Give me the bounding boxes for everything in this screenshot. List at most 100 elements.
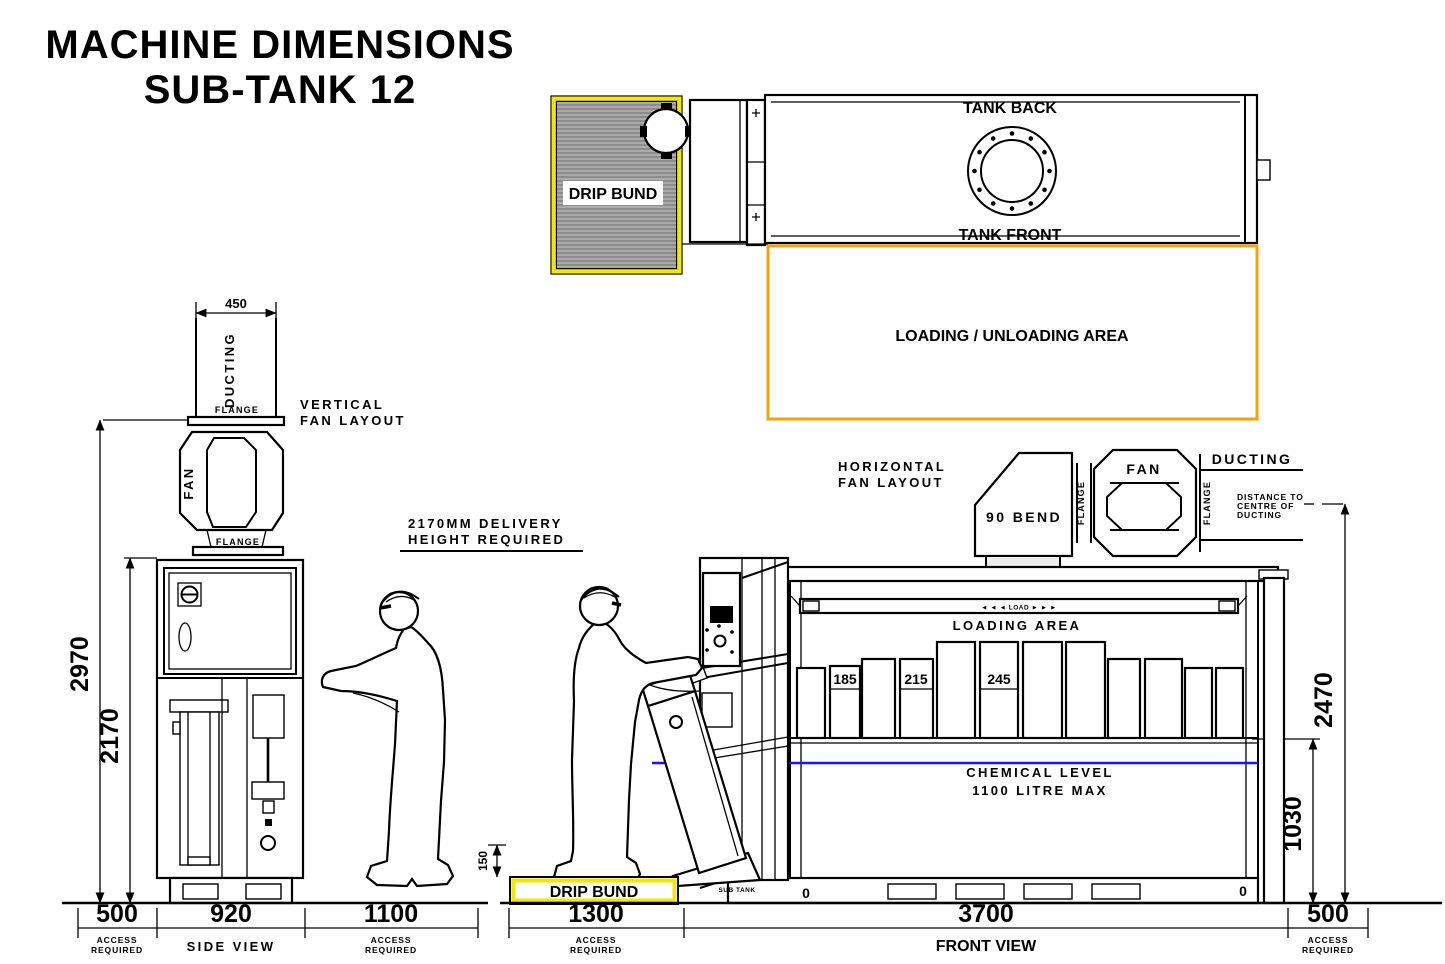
operator-body: [552, 621, 704, 887]
console-brace: [701, 662, 789, 679]
side-mech-foot: [187, 856, 211, 866]
operator-hair-line: [583, 592, 616, 599]
page-title-line1: MACHINE DIMENSIONS: [45, 23, 514, 67]
plan-tank-nozzle: [1256, 159, 1271, 181]
side-flange-top-plate: [186, 415, 286, 427]
slot: [795, 666, 827, 740]
delivery-note-line1: 2170MM DELIVERY: [408, 516, 563, 531]
loading-unloading-area: [766, 244, 1259, 421]
slot-dim-185: 185: [833, 671, 857, 687]
ninety-bend-label: 90 BEND: [986, 509, 1062, 525]
front-dim-3700: 3700: [958, 900, 1014, 928]
slot: [1106, 657, 1142, 740]
dim-2470-value: 2470: [1310, 672, 1338, 728]
front-access-left-line2: REQUIRED: [570, 945, 622, 955]
slot-dim-245: 245: [987, 671, 1011, 687]
front-base-foot: [1023, 883, 1073, 900]
front-ducting-label: DUCTING: [1212, 451, 1293, 467]
side-ducting-label: DUCTING: [222, 332, 237, 408]
load-beam-end-left: [802, 600, 820, 612]
plan-fan-circle: [642, 107, 690, 155]
side-pump-cross: [251, 781, 285, 800]
front-access-right-line2: REQUIRED: [1302, 945, 1354, 955]
slot: [935, 640, 977, 740]
manway-outer-ring: [967, 126, 1057, 216]
operator-hair: [580, 587, 620, 601]
slot: [1214, 666, 1245, 740]
front-base-foot: [887, 883, 937, 900]
beam-corner-left: [790, 595, 801, 607]
side-fan-neck-left: [206, 529, 212, 548]
tank-front-label: TANK FRONT: [959, 227, 1062, 244]
side-dim-500: 500: [96, 900, 138, 928]
drain-zero-left: 0: [802, 885, 810, 901]
bend-base: [985, 555, 1061, 568]
operator-second-arm: [649, 684, 700, 692]
operator-side-figure: [320, 590, 455, 888]
slot: [978, 640, 1020, 740]
front-base-foot: [955, 883, 1005, 900]
plan-machine-cabinet: [688, 98, 749, 244]
front-drip-bund-label: DRIP BUND: [550, 884, 639, 901]
side-fan-neck-right: [261, 529, 267, 548]
operator-glasses: [379, 604, 392, 610]
load-strip-label: ◄ ◄ ◄ LOAD ► ► ►: [981, 605, 1057, 612]
plan-drip-bund-label-box: [563, 181, 663, 205]
vertical-fan-layout-line1: VERTICAL: [300, 397, 384, 412]
front-access-right-line1: ACCESS: [1308, 935, 1349, 945]
operator-body: [320, 625, 455, 888]
plan-view: DRIP BUND TANK BACK TANK: [550, 93, 1271, 421]
side-handle: [178, 622, 192, 652]
front-base-foot: [1091, 883, 1141, 900]
loading-slots: 185 215 245: [795, 640, 1245, 740]
front-flange-right-label: FLANGE: [1202, 481, 1212, 525]
dim-450-value: 450: [225, 296, 247, 311]
front-drip-bund-band: [511, 878, 677, 903]
plan-strip-cross-bottom: [752, 213, 760, 221]
loading-area-label: LOADING AREA: [953, 618, 1082, 633]
front-flange-left-label: FLANGE: [1076, 481, 1086, 525]
beam-corner-right: [1237, 595, 1248, 607]
dim-2970-value: 2970: [66, 636, 94, 692]
plan-tank-body: [763, 93, 1259, 245]
slot: [1064, 640, 1107, 740]
console-brace: [701, 736, 789, 753]
slot-dim-215: 215: [904, 671, 928, 687]
slot: [1021, 640, 1064, 740]
operator-hair: [380, 590, 420, 605]
side-cabinet-panel-inner: [168, 572, 292, 670]
distance-note-line1: DISTANCE TO: [1237, 492, 1304, 502]
side-base-foot: [245, 883, 282, 900]
delivery-height-note: 2170MM DELIVERY HEIGHT REQUIRED: [400, 516, 583, 552]
operator-front-figure: [552, 585, 704, 887]
side-mech-column: [179, 711, 220, 866]
side-view: 450 DUCTING FLANGE FAN FLANGE VERTICAL F…: [62, 296, 488, 955]
load-beam-end-right: [1218, 600, 1236, 612]
front-access-left-line1: ACCESS: [576, 935, 617, 945]
side-access-left-line1: ACCESS: [97, 935, 138, 945]
delivery-note-line2: HEIGHT REQUIRED: [408, 532, 565, 547]
trolley-body-line: [691, 696, 739, 857]
console-brace: [741, 561, 789, 579]
side-fan-label: FAN: [181, 466, 196, 499]
trolley-hole: [669, 715, 683, 729]
operator-glasses: [611, 601, 622, 607]
chemical-level-line1: CHEMICAL LEVEL: [966, 765, 1113, 780]
plan-fan-tab-top: [661, 103, 672, 110]
slot: [1183, 666, 1214, 740]
side-mech-bar: [169, 699, 229, 713]
side-access-left-line2: REQUIRED: [91, 945, 143, 955]
ninety-bend: [973, 451, 1074, 558]
side-fan-housing: [178, 430, 285, 532]
horizontal-fan-layout-line1: HORIZONTAL: [838, 459, 946, 474]
side-fan-inner: [206, 437, 257, 528]
chemical-level-line2: 1100 LITRE MAX: [972, 783, 1107, 798]
plan-strip-cross-top: [752, 109, 760, 117]
manway-bolts: [972, 131, 1052, 211]
front-view: HORIZONTAL FAN LAYOUT 90 BEND FLANGE FAN…: [476, 448, 1442, 955]
console-display: [710, 606, 733, 623]
sub-tank-label: SUB TANK: [718, 887, 755, 894]
plan-fan-tab-bottom: [661, 152, 672, 159]
side-access-right-line2: REQUIRED: [365, 945, 417, 955]
